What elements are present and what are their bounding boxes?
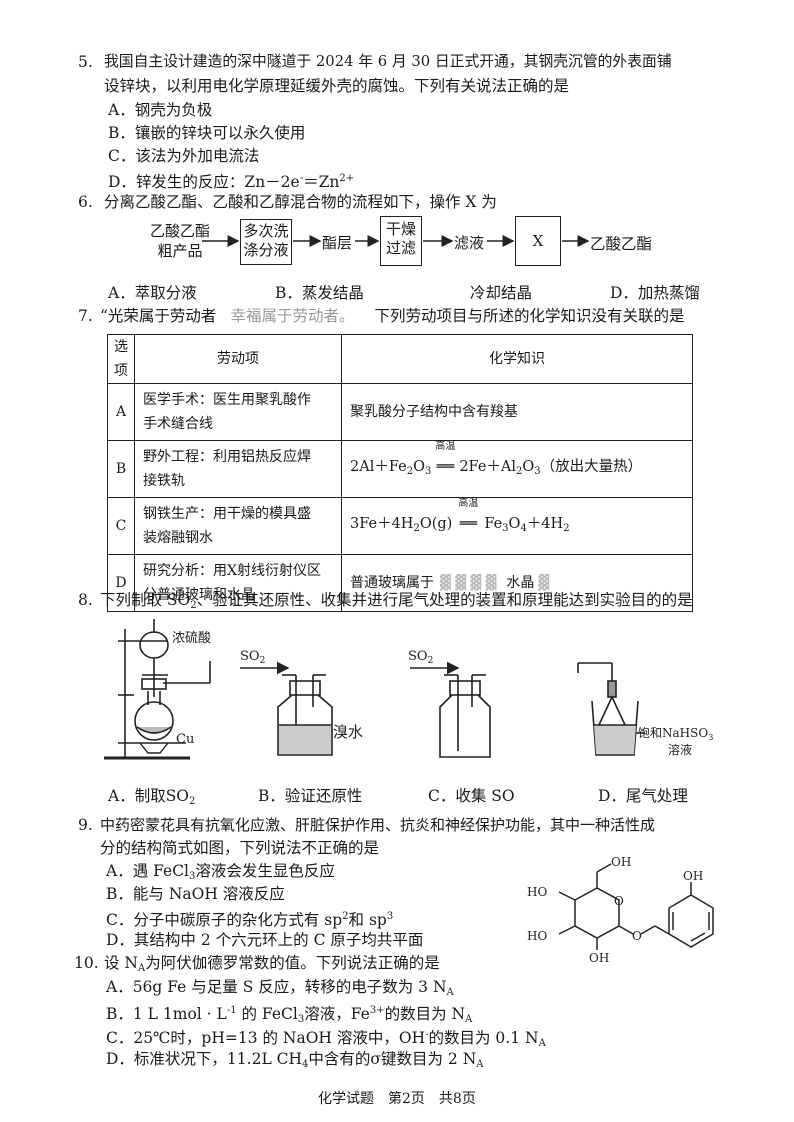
- table-row: A 医学手术：医生用聚乳酸作手术缝合线 聚乳酸分子结构中含有羧基: [107, 383, 693, 441]
- q6-option-c: 冷却结晶: [470, 284, 533, 302]
- header-labor: 劳动项: [134, 334, 342, 384]
- q6-ester-layer: 酯层: [322, 234, 353, 252]
- apparatus-label-bromine: 溴水: [333, 723, 363, 741]
- apparatus-label-so2-b: SO2: [240, 649, 265, 666]
- apparatus-c: [410, 661, 491, 758]
- header-chem: 化学知识: [341, 334, 693, 384]
- table-row: C 钢铁生产：用干燥的模具盛装熔融钢水 3Fe＋4H2O(g)高温══Fe3O4…: [107, 497, 693, 555]
- q7-stem: “光荣属于劳动者幸福属于劳动者。下列劳动项目与所述的化学知识没有关联的是: [100, 307, 685, 325]
- q10-number: 10.: [74, 954, 99, 972]
- q9-option-a: A．遇 FeCl3溶液会发生显色反应: [106, 862, 335, 882]
- q6-stem: 分离乙酸乙酯、乙酸和乙醇混合物的流程如下，操作 X 为: [104, 193, 497, 211]
- reaction-condition: 高温: [435, 440, 456, 452]
- q6-option-a: A．萃取分液: [108, 284, 197, 302]
- q8-option-c: C．收集 SO: [428, 787, 515, 805]
- apparatus-label-cu: Cu: [176, 732, 194, 747]
- row-option: C: [107, 497, 135, 555]
- q10-option-a: A．56g Fe 与足量 S 反应，转移的电子数为 3 NA: [106, 978, 454, 998]
- q6-final-product: 乙酸乙酯: [590, 235, 653, 253]
- q7-number: 7.: [78, 307, 93, 325]
- q6-box-wash: 多次洗涤分液: [240, 219, 292, 265]
- row-labor: 钢铁生产：用干燥的模具盛装熔融钢水: [134, 497, 342, 555]
- row-chem: 普通玻璃属于▓ ▓ ▓ ▓水晶▓: [341, 554, 693, 612]
- row-option: D: [107, 554, 135, 612]
- ether-oxygen-label: O: [632, 929, 642, 943]
- q10-option-c: C．25℃时，pH=13 的 NaOH 溶液中，OH-的数目为 0.1 NA: [106, 1029, 546, 1049]
- q9-number: 9.: [78, 816, 93, 834]
- q8-option-d: D．尾气处理: [598, 787, 688, 805]
- q6-option-d: D．加热蒸馏: [610, 284, 700, 302]
- q10-option-d: D．标准状况下，11.2L CH4中含有的σ键数目为 2 NA: [106, 1050, 484, 1070]
- apparatus-label-so2-c: SO2: [408, 649, 433, 666]
- oh-label: OH: [589, 951, 609, 965]
- q5-stem-line1: 我国自主设计建造的深中隧道于 2024 年 6 月 30 日正式开通，其钢壳沉管…: [104, 53, 672, 70]
- q6-flow-arrows: [202, 235, 590, 247]
- header-option: 选项: [107, 334, 135, 384]
- q6-box-x: X: [515, 216, 561, 266]
- q5-option-c: C．该法为外加电流法: [108, 147, 260, 165]
- q6-crude-product: 乙酸乙酯粗产品: [150, 222, 211, 260]
- apparatus-label-acid: 浓硫酸: [172, 631, 211, 646]
- table-row: D 研究分析：用X射线衍射仪区分普通玻璃和水晶 普通玻璃属于▓ ▓ ▓ ▓水晶▓: [107, 554, 693, 612]
- oh-label: HO: [527, 929, 547, 943]
- row-chem: 聚乳酸分子结构中含有羧基: [341, 383, 693, 441]
- row-labor: 野外工程：利用铝热反应焊接铁轨: [134, 440, 342, 498]
- q8-number: 8.: [78, 591, 93, 609]
- row-chem: 3Fe＋4H2O(g)高温══Fe3O4＋4H2: [341, 497, 693, 555]
- apparatus-a: [104, 619, 211, 760]
- q9-option-d: D．其结构中 2 个六元环上的 C 原子均共平面: [106, 931, 424, 949]
- q5-option-b: B．镶嵌的锌块可以永久使用: [108, 124, 306, 142]
- oh-label: OH: [611, 855, 631, 869]
- q10-option-b: B．1 L 1mol · L-1 的 FeCl3溶液，Fe3+的数目为 NA: [106, 1005, 473, 1025]
- row-labor: 研究分析：用X射线衍射仪区分普通玻璃和水晶: [134, 554, 342, 612]
- q6-box-dry-filter: 干燥过滤: [380, 216, 422, 266]
- q9-molecule-structure: OH HO HO OH OH O O: [527, 855, 714, 965]
- q8-option-b: B．验证还原性: [258, 787, 363, 805]
- oh-label: HO: [527, 885, 547, 899]
- table-header-row: 选项 劳动项 化学知识: [107, 334, 693, 384]
- row-labor: 医学手术：医生用聚乳酸作手术缝合线: [134, 383, 342, 441]
- row-option: A: [107, 383, 135, 441]
- apparatus-label-nahso3: 饱和NaHSO3: [638, 725, 713, 742]
- row-option: B: [107, 440, 135, 498]
- q10-stem: 设 NA为阿伏伽德罗常数的值。下列说法正确的是: [104, 954, 440, 974]
- q9-stem-line1: 中药密蒙花具有抗氧化应激、肝脏保护作用、抗炎和神经保护功能，其中一种活性成: [100, 816, 656, 834]
- q5-number: 5.: [78, 53, 93, 71]
- reaction-condition: 高温: [458, 497, 479, 509]
- q9-stem-line2: 分的结构简式如图，下列说法不正确的是: [100, 839, 380, 857]
- q6-filtrate: 滤液: [454, 234, 485, 252]
- q7-table: 选项 劳动项 化学知识 A 医学手术：医生用聚乳酸作手术缝合线 聚乳酸分子结构中…: [107, 334, 693, 612]
- oh-label: OH: [683, 869, 703, 883]
- q9-option-b: B．能与 NaOH 溶液反应: [106, 885, 285, 903]
- q5-option-d: D．锌发生的反应：Zn－2e-＝Zn2+: [108, 173, 355, 191]
- q8-option-a: A．制取SO2: [108, 787, 196, 807]
- q6-number: 6.: [78, 193, 93, 211]
- q9-option-c: C．分子中碳原子的杂化方式有 sp2和 sp3: [106, 911, 394, 929]
- q8-stem: 下列制取 SO2、验证其还原性、收集并进行尾气处理的装置和原理能达到实验目的的是: [100, 591, 693, 611]
- apparatus-b: [240, 661, 333, 756]
- q5-option-a: A．钢壳为负极: [108, 101, 213, 119]
- apparatus-d: [577, 662, 645, 756]
- q8-apparatus: 浓硫酸 Cu SO2 溴水 SO2 饱和NaHSO3 溶液: [104, 619, 713, 760]
- q5-stem-line2: 设锌块，以利用电化学原理延缓外壳的腐蚀。下列有关说法正确的是: [104, 77, 570, 95]
- q6-option-b: B．蒸发结晶: [275, 284, 364, 302]
- page-footer: 化学试题 第2页 共8页: [318, 1091, 476, 1107]
- apparatus-label-solution: 溶液: [668, 742, 692, 757]
- ring-oxygen-label: O: [614, 894, 624, 908]
